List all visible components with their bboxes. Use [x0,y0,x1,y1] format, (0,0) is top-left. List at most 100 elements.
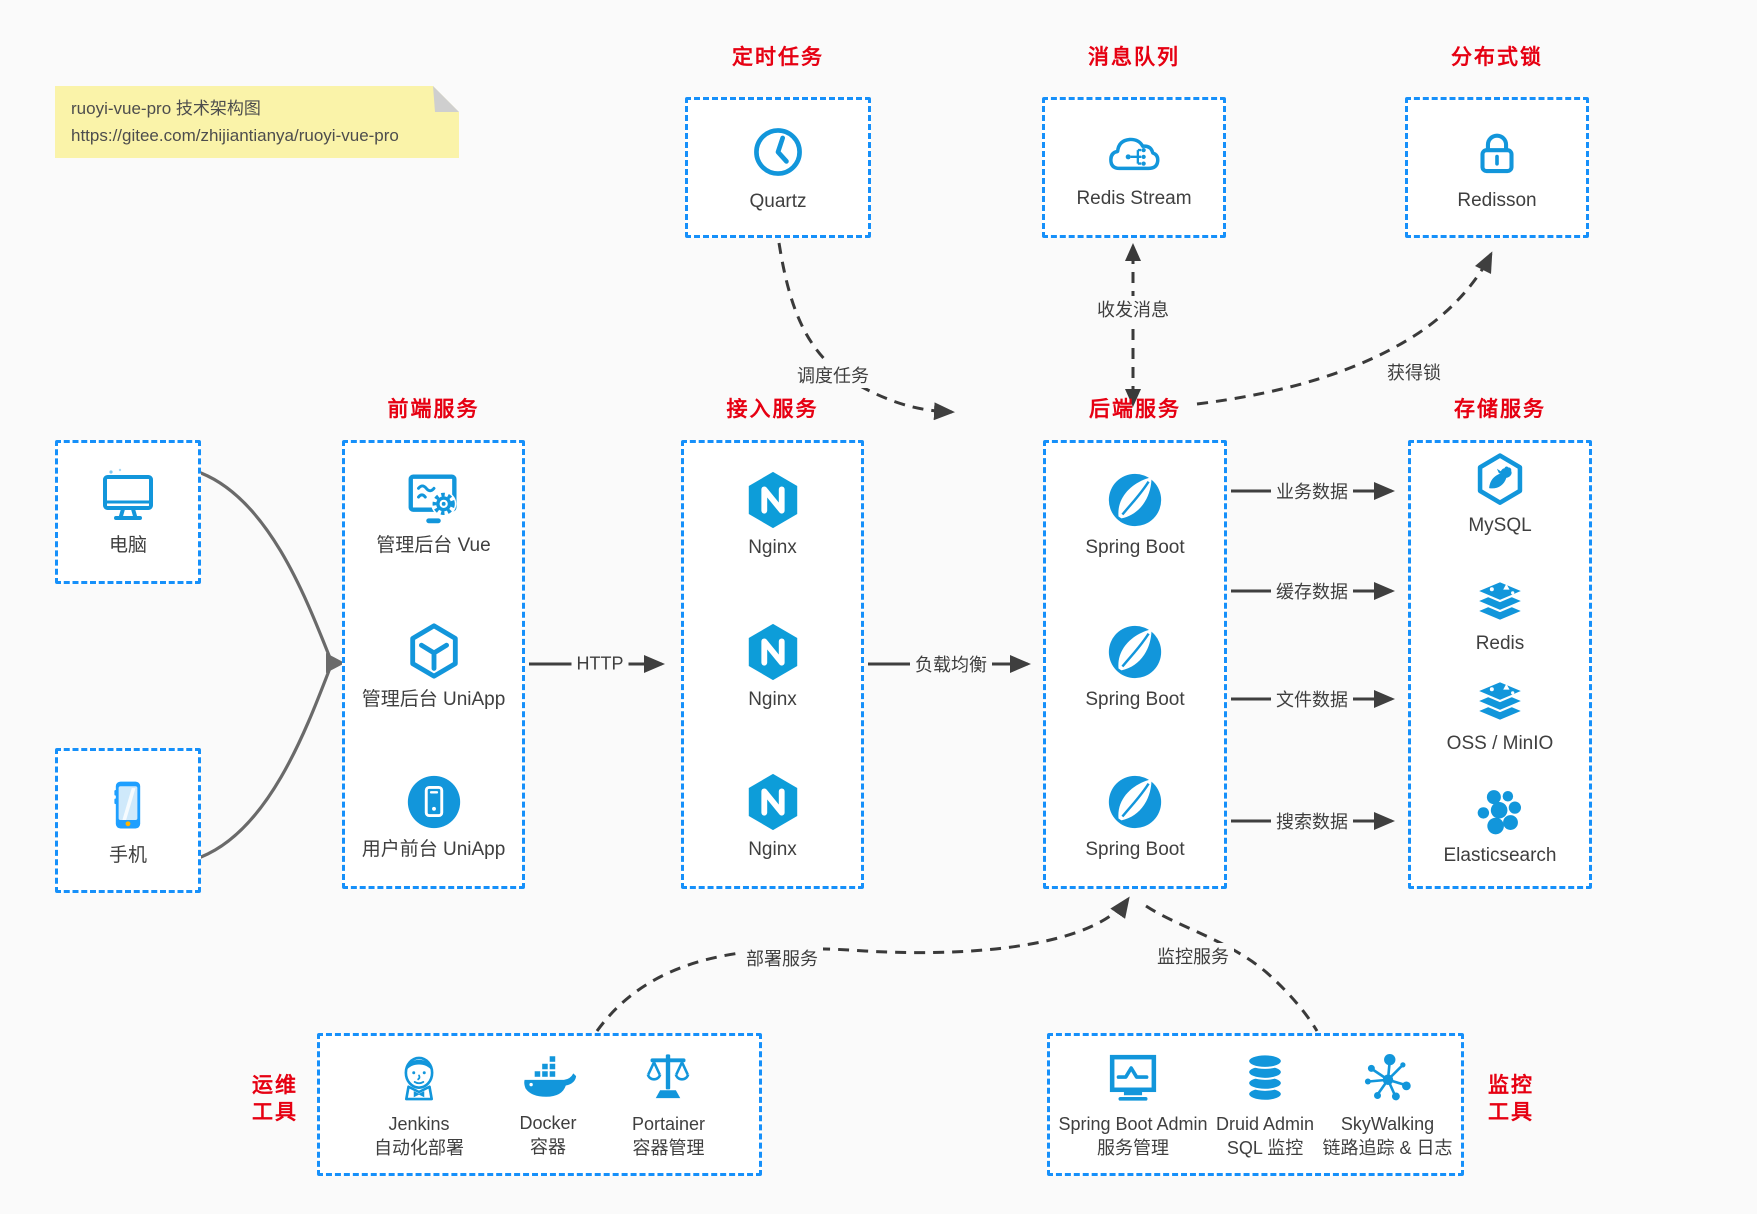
title-distributed-lock: 分布式锁 [1451,46,1543,69]
tool-desc: SQL 监控 [1226,1138,1304,1158]
monitoring-title-line2: 工具 [1488,1101,1534,1125]
frontend-item-admin-vue: 管理后台 Vue [345,469,522,558]
nginx-icon [748,471,797,529]
edge-label-schedule-job: 调度任务 [792,362,874,388]
gateway-item-label: Nginx [748,839,797,860]
tool-desc: 容器管理 [632,1138,705,1158]
tool-name: Druid Admin [1216,1113,1315,1134]
note-url: https://gitee.com/zhijiantianya/ruoyi-vu… [71,126,399,146]
title-monitoring-tools: 监控 工具 [1472,1072,1550,1127]
tool-desc: 自动化部署 [373,1138,464,1158]
box-ops-tools: Jenkins 自动化部署 Docker 容器 [317,1033,762,1176]
box-redisson: Redisson [1405,97,1589,238]
edge-label-search-data: 搜索数据 [1271,808,1353,834]
user-app-icon [407,775,460,829]
redis-stream-label: Redis Stream [1076,187,1192,209]
frontend-item-user-uniapp: 用户前台 UniApp [345,771,522,862]
portainer-icon [647,1054,690,1098]
quartz-label: Quartz [749,190,807,212]
clock-icon [754,127,802,176]
gateway-item-nginx-3: Nginx [684,771,861,862]
box-gateway: Nginx Nginx Nginx [681,440,864,889]
smartphone-icon [114,781,141,829]
edge-label-cache-data: 缓存数据 [1271,578,1353,604]
box-quartz: Quartz [685,97,871,238]
uniapp-icon [409,623,458,679]
frontend-item-admin-uniapp: 管理后台 UniApp [345,621,522,712]
storage-item-oss: OSS / MinIO [1411,675,1589,756]
edge-label-load-balance: 负载均衡 [910,651,992,677]
frontend-item-label: 管理后台 UniApp [361,689,506,710]
ops-item-docker: Docker 容器 [518,1050,578,1160]
note-fold-corner [433,86,459,112]
gateway-item-nginx-2: Nginx [684,621,861,712]
box-computer: 电脑 [55,440,201,584]
monitoring-title-line1: 监控 [1488,1074,1534,1097]
spring-icon [1108,625,1162,679]
title-gateway: 接入服务 [726,398,819,421]
storage-item-elasticsearch: Elasticsearch [1411,785,1589,868]
tool-name: SkyWalking [1340,1113,1435,1134]
storage-item-mysql: MySQL [1411,451,1589,538]
edge-label-acquire-lock: 获得锁 [1382,359,1446,385]
tool-desc: 服务管理 [1097,1138,1169,1158]
edge-label-http: HTTP [571,653,629,675]
note-title: ruoyi-vue-pro 技术架构图 [71,99,261,118]
box-redis-stream: Redis Stream [1042,97,1226,238]
nginx-icon [748,773,797,831]
edge-label-business-data: 业务数据 [1271,478,1353,504]
frontend-item-label: 用户前台 UniApp [361,839,506,860]
edge-label-monitor-service: 监控服务 [1152,943,1234,969]
cloud-stream-icon [1109,137,1160,170]
gateway-item-nginx-1: Nginx [684,469,861,560]
druid-icon [1247,1053,1283,1102]
spring-icon [1108,775,1162,829]
edge-label-file-data: 文件数据 [1271,686,1353,712]
monitoring-item-boot-admin: Spring Boot Admin 服务管理 [1058,1049,1208,1161]
edge-msg-arrowhead-up [1125,243,1141,261]
box-phone: 手机 [55,748,201,893]
edge-acquire-lock [1196,251,1493,406]
nginx-icon [748,623,797,681]
box-frontend: 管理后台 Vue 管理后台 UniApp 用户前台 UniApp [342,440,525,889]
backend-item-label: Spring Boot [1085,537,1185,558]
edge-label-send-receive-msg: 收发消息 [1092,296,1174,322]
sticky-note: ruoyi-vue-pro 技术架构图 https://gitee.com/zh… [55,86,459,159]
ops-item-portainer: Portainer 容器管理 [632,1049,705,1161]
storage-item-label: Redis [1475,633,1525,654]
tool-desc: 容器 [529,1137,566,1157]
title-scheduled-job: 定时任务 [732,46,824,69]
storage-item-label: OSS / MinIO [1446,733,1554,754]
desktop-icon [103,468,153,521]
box-monitoring-tools: Spring Boot Admin 服务管理 Druid Admin SQL 监… [1047,1033,1464,1176]
title-ops-tools: 运维 工具 [236,1072,314,1127]
ops-item-jenkins: Jenkins 自动化部署 [374,1049,464,1161]
redis-stack-icon [1475,579,1525,623]
spring-icon [1108,473,1162,527]
frontend-item-label: 管理后台 Vue [376,535,491,556]
ops-title-line1: 运维 [252,1074,298,1097]
monitoring-item-druid: Druid Admin SQL 监控 [1216,1049,1314,1161]
tool-name: Portainer [631,1113,705,1134]
tool-desc: 链路追踪 & 日志 [1322,1138,1453,1158]
oss-stack-icon [1475,679,1525,723]
backend-item-spring-1: Spring Boot [1046,469,1224,560]
box-backend: Spring Boot Spring Boot Spring Boot [1043,440,1227,889]
storage-item-redis: Redis [1411,575,1589,656]
skywalking-icon [1364,1053,1411,1101]
edge-deploy-service [595,896,1130,1032]
boot-admin-icon [1109,1054,1157,1101]
backend-item-spring-3: Spring Boot [1046,771,1224,862]
edge-label-deploy-service: 部署服务 [741,945,823,971]
computer-label: 电脑 [108,535,147,557]
tool-name: Jenkins [388,1113,450,1134]
mysql-icon [1477,453,1523,505]
phone-label: 手机 [108,844,147,866]
elasticsearch-icon [1477,790,1521,835]
jenkins-icon [404,1056,434,1101]
box-storage: MySQL Redis [1408,440,1592,889]
lock-icon [1480,133,1514,173]
storage-item-label: Elasticsearch [1443,845,1557,866]
edge-phone-to-frontend [199,666,332,859]
